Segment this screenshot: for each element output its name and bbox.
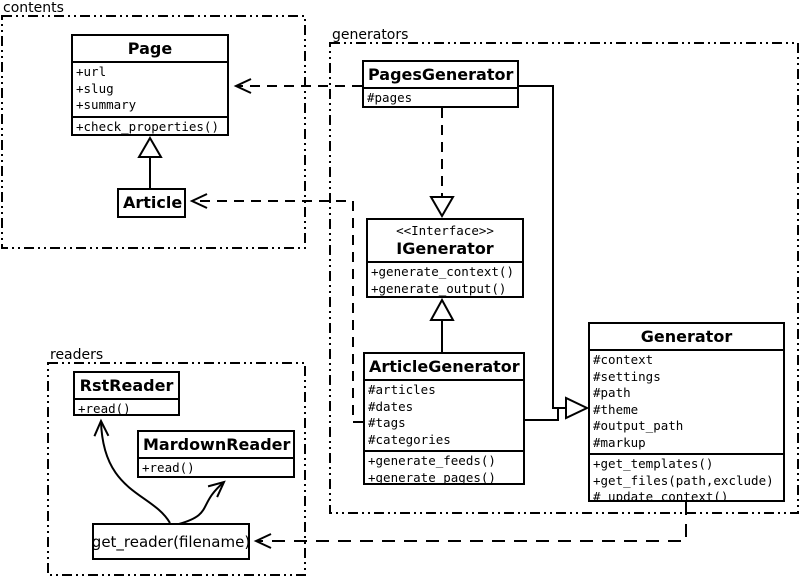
realization-articlegenerator-to-igenerator (429, 297, 455, 352)
function-label-get-reader: get_reader(filename) (91, 532, 251, 551)
class-member: +generate_output() (371, 280, 507, 296)
class-member: #context (593, 352, 654, 367)
class-member: #path (593, 385, 631, 400)
class-member: +summary (76, 97, 137, 112)
generalization-article-to-page (137, 136, 163, 188)
class-methods-articlegenerator: +generate_feeds()+generate_pages() (365, 452, 523, 485)
class-member: #pages (367, 90, 413, 105)
class-member: #markup (593, 434, 646, 450)
class-title-page: Page (73, 36, 227, 63)
package-label-generators: generators (332, 27, 409, 43)
class-box-generator: Generator #context#settings#path#theme#o… (588, 322, 785, 502)
class-member: #_update_context() (593, 489, 729, 502)
class-methods-rstreader: +read() (75, 400, 178, 416)
class-member: #tags (368, 415, 406, 430)
class-attributes-generator: #context#settings#path#theme#output_path… (590, 351, 783, 455)
class-attributes-articlegenerator: #articles#dates#tags#categories (365, 381, 523, 452)
class-member: +check_properties() (76, 118, 219, 134)
class-box-article: Article (117, 188, 186, 218)
package-readers-border (47, 362, 306, 576)
realization-pagesgenerator-to-igenerator (429, 108, 455, 218)
class-member: +read() (78, 401, 131, 416)
class-member: #articles (368, 382, 436, 397)
class-box-page: Page +url+slug+summary +check_properties… (71, 34, 229, 136)
class-member: +get_templates() (593, 456, 714, 471)
class-member: #categories (368, 431, 451, 447)
function-box-get-reader: get_reader(filename) (92, 523, 250, 560)
class-methods-mardownreader: +read() (139, 459, 293, 476)
class-title-article: Article (123, 193, 183, 212)
class-member: +slug (76, 80, 114, 96)
arrow-getreader-to-mardownreader (178, 480, 226, 525)
class-title-generator: Generator (590, 324, 783, 351)
class-member: +get_files(path,exclude) (593, 472, 774, 488)
package-generators-border (329, 42, 799, 514)
class-box-pagesgenerator: PagesGenerator #pages (362, 60, 519, 108)
class-title-mardownreader: MardownReader (139, 432, 293, 459)
class-member: #output_path (593, 418, 684, 433)
class-box-rstreader: RstReader +read() (73, 371, 180, 416)
class-member: +read() (142, 460, 195, 475)
package-label-readers: readers (50, 347, 104, 363)
dependency-generator-to-getreader (253, 502, 687, 549)
class-box-articlegenerator: ArticleGenerator #articles#dates#tags#ca… (363, 352, 525, 485)
class-methods-page: +check_properties() (73, 118, 227, 135)
dependency-articlegenerator-to-article (189, 193, 363, 423)
class-name-igenerator: IGenerator (396, 239, 494, 258)
class-methods-igenerator: +generate_context()+generate_output() (368, 263, 522, 296)
class-attributes-pagesgenerator: #pages (364, 89, 517, 106)
generalization-to-generator (519, 85, 590, 421)
class-box-igenerator: <<Interface>> IGenerator +generate_conte… (366, 218, 524, 298)
class-title-rstreader: RstReader (75, 373, 178, 400)
class-methods-generator: +get_templates()+get_files(path,exclude)… (590, 455, 783, 502)
class-member: +generate_pages() (368, 469, 496, 485)
class-member: #settings (593, 368, 661, 384)
class-title-articlegenerator: ArticleGenerator (365, 354, 523, 381)
class-box-mardownreader: MardownReader +read() (137, 430, 295, 478)
class-member: #dates (368, 398, 414, 414)
class-title-pagesgenerator: PagesGenerator (364, 62, 517, 89)
class-attributes-page: +url+slug+summary (73, 63, 227, 118)
class-member: #theme (593, 401, 639, 417)
class-member: +generate_context() (371, 264, 514, 279)
package-contents-border (1, 15, 306, 249)
arrow-getreader-to-rstreader (93, 418, 171, 524)
class-member: +url (76, 64, 107, 79)
package-label-contents: contents (3, 0, 64, 16)
class-stereotype-igenerator: <<Interface>> (396, 223, 494, 238)
class-member: +generate_feeds() (368, 453, 496, 468)
class-title-igenerator: <<Interface>> IGenerator (368, 220, 522, 263)
